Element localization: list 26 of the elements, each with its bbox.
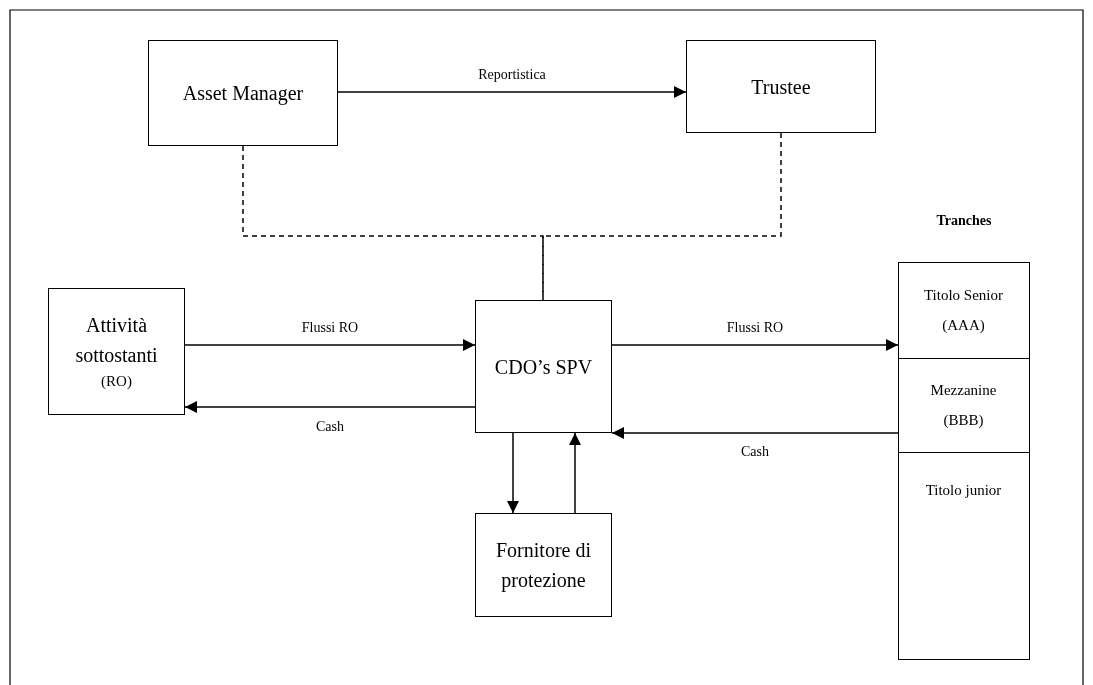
node-label: Titolo Senior	[923, 285, 1004, 305]
arrow	[611, 339, 899, 351]
node-label: (RO)	[101, 372, 132, 392]
edge-label: Reportistica	[476, 67, 548, 83]
node-label: Asset Manager	[182, 81, 304, 107]
node-label: Mezzanine	[930, 381, 997, 400]
arrow	[611, 427, 899, 439]
node-label: Titolo junior	[925, 480, 1002, 500]
dashed-connector	[242, 145, 544, 301]
actor-box	[148, 40, 338, 146]
node-label: Trustee	[751, 74, 811, 100]
node-label: Fornitore di protezione	[495, 538, 592, 594]
arrow	[507, 432, 519, 514]
node-label: Attività sottostanti	[74, 313, 159, 369]
arrow	[184, 339, 476, 351]
node-label: (BBB)	[943, 411, 984, 430]
arrow	[184, 401, 476, 413]
actor-box	[686, 40, 876, 133]
asset-box	[48, 288, 185, 415]
arrow	[569, 432, 581, 514]
group-heading: Tranches	[936, 213, 992, 229]
node-label: (AAA)	[942, 315, 985, 335]
node-label: CDO’s SPV	[494, 354, 593, 380]
arrow	[337, 86, 687, 98]
provider-box	[475, 513, 612, 617]
vehicle-box	[475, 300, 612, 433]
